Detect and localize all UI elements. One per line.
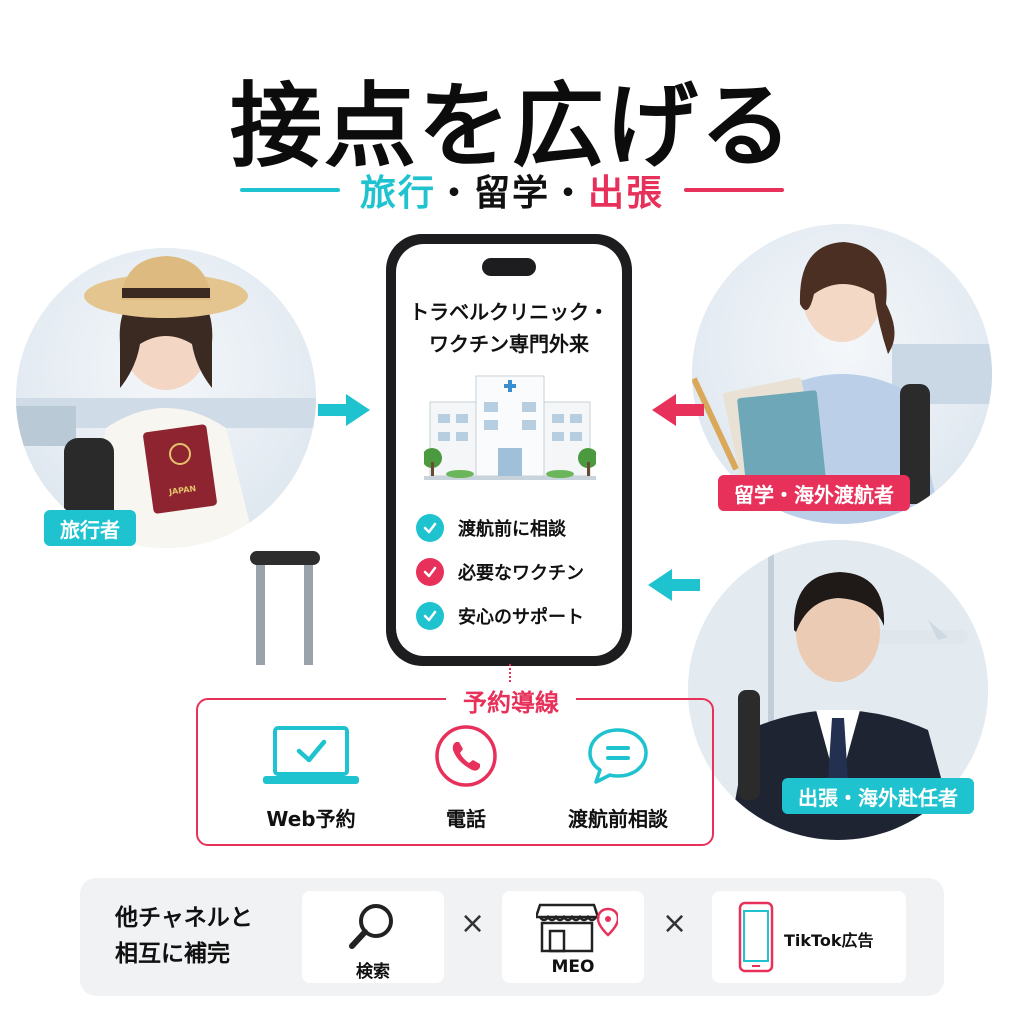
- subtitle-business: 出張: [588, 173, 665, 214]
- web-booking[interactable]: Web予約: [256, 724, 366, 832]
- subtitle-row: 旅行・留学・出張: [0, 165, 1024, 215]
- clinic-title-line2: ワクチン専門外来: [429, 332, 589, 356]
- check-text: 渡航前に相談: [458, 519, 566, 540]
- clinic-title: トラベルクリニック・ ワクチン専門外来: [396, 296, 622, 360]
- channel-meo-label: MEO: [551, 957, 595, 977]
- phone-screen: トラベルクリニック・ ワクチン専門外来 渡航前に相談: [396, 244, 622, 656]
- arrow-left-icon: [648, 569, 700, 601]
- traveler-badge: 旅行者: [44, 510, 136, 546]
- subtitle: 旅行・留学・出張: [360, 164, 664, 216]
- subtitle-study: 留学: [473, 173, 550, 214]
- check-icon: [416, 514, 444, 542]
- student-badge: 留学・海外渡航者: [718, 475, 910, 511]
- phone-icon: [435, 725, 497, 787]
- channel-tiktok-label: TikTok広告: [784, 931, 874, 950]
- arrow-left-icon: [652, 394, 704, 426]
- smartphone: トラベルクリニック・ ワクチン専門外来 渡航前に相談: [386, 234, 632, 666]
- check-text: 安心のサポート: [458, 607, 584, 628]
- footer-label-line1: 他チャネルと: [115, 905, 253, 931]
- business-badge: 出張・海外赴任者: [782, 778, 974, 814]
- footer-label-line2: 相互に補完: [115, 941, 230, 967]
- web-booking-label: Web予約: [266, 807, 356, 831]
- magnifier-icon: [349, 904, 393, 949]
- phone-booking[interactable]: 電話: [416, 724, 516, 832]
- suitcase-handle: [246, 545, 326, 670]
- hospital-building-icon: [424, 375, 596, 480]
- consultation-label: 渡航前相談: [568, 807, 668, 831]
- traveler-photo: JAPAN: [16, 248, 316, 548]
- page-title: 接点を広げる: [229, 73, 794, 180]
- check-item: 必要なワクチン: [416, 556, 584, 588]
- traveler-illustration: JAPAN: [16, 256, 316, 548]
- check-icon: [416, 602, 444, 630]
- check-icon: [416, 558, 444, 586]
- booking-panel: Web予約 電話 渡航前相談: [196, 698, 714, 846]
- subtitle-dot: ・: [550, 173, 589, 214]
- phone-booking-label: 電話: [446, 807, 486, 831]
- check-text: 必要なワクチン: [458, 563, 584, 584]
- channel-meo: MEO: [502, 891, 644, 983]
- times-separator: ×: [460, 906, 486, 941]
- connector-line: [509, 664, 511, 686]
- passport-text: JAPAN: [168, 484, 197, 497]
- phone-notch: [482, 258, 536, 276]
- subtitle-travel: 旅行: [359, 173, 436, 214]
- right-accent-line: [684, 188, 785, 192]
- clinic-title-line1: トラベルクリニック・: [409, 300, 609, 324]
- chat-bubble-icon: [588, 728, 648, 784]
- footer-label: 他チャネルと 相互に補完: [115, 900, 253, 972]
- consultation-booking[interactable]: 渡航前相談: [548, 724, 688, 832]
- times-separator: ×: [662, 906, 688, 941]
- booking-title: 予約導線: [446, 683, 576, 718]
- smartphone-icon: [738, 901, 774, 973]
- channel-search: 検索: [302, 891, 444, 983]
- check-item: 安心のサポート: [416, 600, 584, 632]
- arrow-right-icon: [318, 394, 370, 426]
- check-item: 渡航前に相談: [416, 512, 566, 544]
- subtitle-dot: ・: [435, 173, 474, 214]
- channel-tiktok: TikTok広告: [712, 891, 906, 983]
- channel-search-label: 検索: [356, 962, 390, 982]
- left-accent-line: [239, 188, 340, 192]
- storefront-pin-icon: [536, 903, 618, 953]
- laptop-check-icon: [263, 726, 359, 784]
